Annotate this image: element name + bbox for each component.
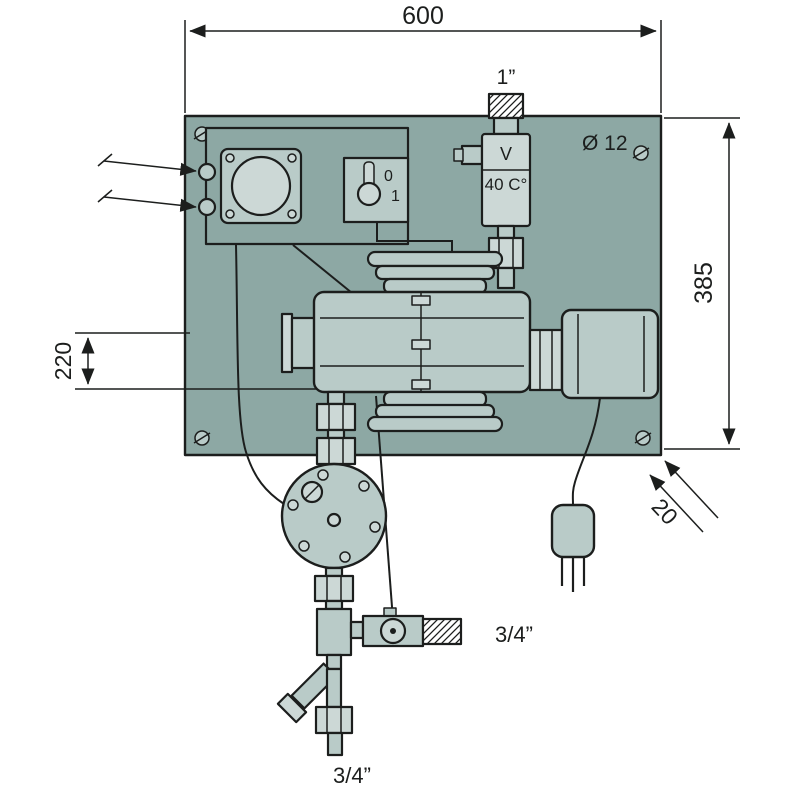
clamp-bolt-middle — [411, 339, 431, 350]
dimension-pump-offset: 220 — [50, 332, 320, 390]
corner-screw-bottom-left — [193, 430, 211, 446]
valve-side-port — [460, 144, 484, 166]
tee-fitting — [315, 607, 353, 657]
power-socket — [219, 147, 303, 225]
side-threaded-nipple — [421, 617, 463, 646]
corner-screw-bottom-right — [634, 430, 652, 446]
supply-arrow-bottom — [97, 189, 197, 212]
motor — [560, 308, 660, 400]
branch-pipe — [349, 620, 365, 640]
valve-side-cap — [453, 148, 464, 162]
top-inlet-connection: 1” — [487, 66, 525, 136]
lower-pipe-column — [313, 566, 355, 657]
switch-off-label: 0 — [384, 168, 393, 185]
bottom-outlet-label: 3/4” — [333, 763, 371, 788]
wire-to-pump — [292, 244, 353, 294]
union-nut-2 — [315, 436, 357, 466]
valve-letter: V — [500, 144, 512, 164]
control-box: 0 1 — [197, 126, 410, 246]
side-outlet-label: 3/4” — [495, 622, 533, 647]
wire-to-valve — [376, 223, 453, 255]
coupling-nut — [528, 328, 564, 392]
side-outlet-branch: 3/4” — [349, 607, 533, 648]
valve-temperature: 40 C° — [485, 175, 528, 194]
housing-bolts — [287, 469, 381, 563]
union-nut-4 — [314, 705, 354, 735]
housing-center-port — [326, 512, 342, 528]
clamp-bolt-top — [411, 295, 431, 306]
threaded-stub — [487, 92, 525, 120]
round-valve-housing — [280, 462, 388, 570]
dim-plate-width-label: 600 — [402, 2, 444, 30]
cable-gland-top — [197, 162, 217, 182]
top-inlet-label: 1” — [497, 66, 516, 89]
hole-diameter-label: Ø 12 — [582, 132, 628, 155]
pump-top-flange — [366, 250, 504, 295]
power-plug — [550, 503, 596, 592]
slotted-screw — [300, 480, 324, 504]
drain-spout — [276, 692, 308, 724]
valve-outlet-pipe — [496, 224, 516, 240]
dim-plate-height-label: 385 — [690, 262, 718, 304]
bottom-outlet-branch: 3/4” — [276, 653, 371, 788]
dim-plate-thickness-label: 20 — [647, 493, 683, 529]
dimension-plate-thickness: 20 — [647, 460, 719, 533]
bottom-outlet-pipe — [326, 731, 344, 757]
flow-switch-dial-center — [390, 628, 396, 634]
switch-knob — [356, 181, 382, 207]
wire-to-round-housing — [235, 244, 285, 505]
union-nut-3 — [313, 574, 355, 603]
union-nut-1 — [315, 402, 357, 432]
switch-on-label: 1 — [391, 188, 400, 205]
circulation-pump — [280, 250, 660, 433]
dim-pump-offset-label: 220 — [50, 342, 76, 380]
thermostatic-valve: V 40 C° — [453, 132, 532, 290]
inlet-pipe — [492, 116, 520, 136]
corner-screw-top-right — [632, 145, 650, 161]
cable-gland-bottom — [197, 197, 217, 217]
dimension-plate-height: 385 — [664, 117, 740, 450]
pump-inlet-flange — [280, 312, 318, 374]
dimension-plate-width: 600 — [184, 2, 662, 113]
motor-body — [560, 308, 660, 400]
flow-switch-top-stub — [383, 607, 397, 617]
pump-bottom-flange — [366, 390, 504, 433]
pump-down-pipe — [315, 390, 357, 466]
supply-arrow-top — [97, 153, 197, 176]
selector-switch: 0 1 — [342, 156, 410, 224]
valve-to-pump-pipe — [496, 266, 516, 290]
clamp-bolt-bottom — [411, 379, 431, 390]
plug-body — [550, 503, 596, 559]
power-cord — [571, 397, 601, 506]
